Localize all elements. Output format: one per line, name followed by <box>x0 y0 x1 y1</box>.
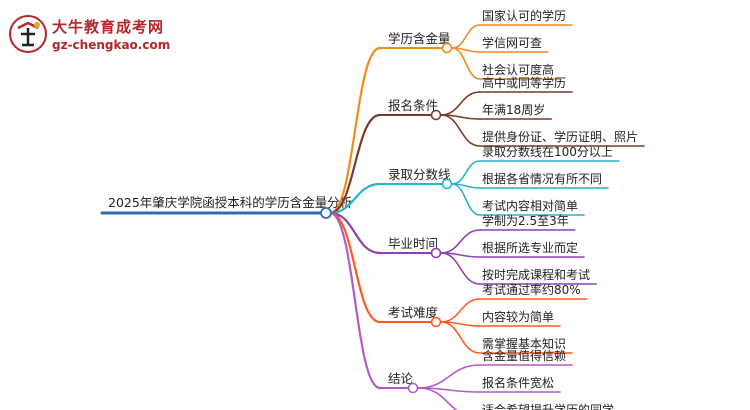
leaf-connector <box>440 229 481 254</box>
leaf-label: 高中或同等学历 <box>482 75 566 90</box>
branch-node[interactable] <box>430 247 442 259</box>
leaf-label: 根据所选专业而定 <box>482 240 578 255</box>
branch-connector <box>328 211 382 390</box>
leaf-label: 考试通过率约80% <box>482 282 581 297</box>
branch-node[interactable] <box>441 42 453 54</box>
root-label: 2025年肇庆学院函授本科的学历含金量分析 <box>108 195 352 210</box>
leaf-connector <box>451 47 481 80</box>
branch-node[interactable] <box>430 316 442 328</box>
leaf-label: 根据各省情况有所不同 <box>482 171 602 186</box>
leaf-label: 报名条件宽松 <box>482 375 554 390</box>
leaf-label: 录取分数线在100分以上 <box>482 144 613 159</box>
branch-label: 学历含金量 <box>388 31 451 46</box>
leaf-connector <box>417 387 458 410</box>
branch-connector <box>328 211 382 255</box>
logo-url: gz-chengkao.com <box>52 38 171 52</box>
leaf-connector <box>440 114 481 147</box>
leaf-label: 适合希望提升学历的同学 <box>482 402 614 410</box>
leaf-label: 考试内容相对简单 <box>482 198 578 213</box>
branch-label: 毕业时间 <box>388 236 438 251</box>
leaf-label: 按时完成课程和考试 <box>482 267 590 282</box>
branch-node[interactable] <box>407 382 419 394</box>
leaf-connector <box>440 252 481 285</box>
leaf-label: 国家认可的学历 <box>482 8 566 23</box>
leaf-connector <box>440 298 481 323</box>
site-logo[interactable]: 大牛教育成考网 gz-chengkao.com <box>8 14 178 58</box>
root-node[interactable] <box>320 207 332 219</box>
leaf-label: 学信网可查 <box>482 35 542 50</box>
leaf-connector <box>440 91 481 116</box>
leaf-connector <box>451 24 481 49</box>
branch-label: 报名条件 <box>388 98 438 113</box>
branch-label: 录取分数线 <box>388 167 451 182</box>
logo-emblem-icon <box>9 15 47 53</box>
leaf-label: 含金量值得信赖 <box>482 348 566 363</box>
leaf-label: 年满18周岁 <box>482 102 545 117</box>
leaf-label: 内容较为简单 <box>482 309 554 324</box>
branch-connector <box>328 46 382 215</box>
leaf-label: 提供身份证、学历证明、照片 <box>482 129 638 144</box>
leaf-label: 社会认可度高 <box>482 62 554 77</box>
branch-node[interactable] <box>441 178 453 190</box>
leaf-label: 学制为2.5至3年 <box>482 213 569 228</box>
leaf-connector <box>440 321 481 354</box>
leaf-connector <box>451 160 481 185</box>
branch-label: 结论 <box>388 371 414 386</box>
branch-label: 考试难度 <box>388 305 439 320</box>
logo-title: 大牛教育成考网 <box>52 18 165 36</box>
leaf-connector <box>417 364 481 389</box>
branch-connector <box>328 211 382 324</box>
branch-connector <box>328 113 382 215</box>
branch-connector <box>328 182 382 215</box>
branch-node[interactable] <box>430 109 442 121</box>
leaf-label: 需掌握基本知识 <box>482 336 566 351</box>
leaf-connector <box>451 183 481 216</box>
